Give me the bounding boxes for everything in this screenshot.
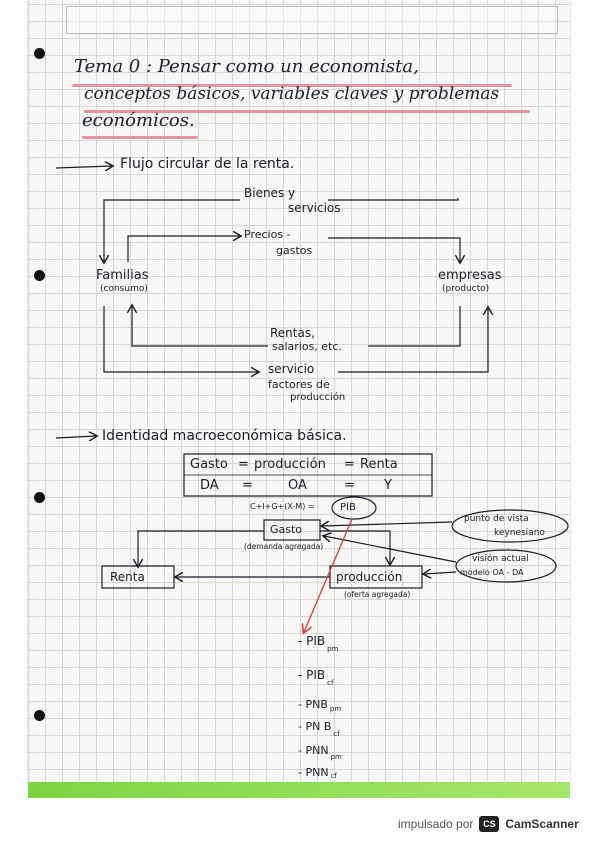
id-y: Y: [384, 478, 392, 493]
label-produccion: producción: [290, 392, 346, 403]
title-line-2: conceptos básicos, variables claves y pr…: [84, 84, 500, 104]
label-servicios: servicios: [288, 201, 341, 215]
label-rentas: Rentas,: [270, 326, 315, 340]
label-gastos: gastos: [276, 244, 313, 257]
formula-components: C+I+G+(X-M) =: [250, 502, 315, 511]
vision-ellipse: [455, 549, 557, 583]
list-item: - PIBcf: [298, 668, 334, 687]
powered-by-text: impulsado por: [398, 817, 474, 831]
highlight-line: [72, 84, 512, 87]
pib-ellipse: [331, 496, 377, 520]
label-bienes: Bienes y: [244, 186, 296, 200]
arrow-rentas: [368, 306, 461, 347]
keynes-line-2: keynesiano: [494, 528, 545, 538]
label-salarios: salarios, etc.: [272, 340, 342, 353]
list-item: - PIBpm: [298, 634, 339, 653]
id-da: DA: [200, 478, 219, 493]
id-produccion: producción: [254, 457, 326, 472]
notebook-page: Tema 0 : Pensar como un economista, conc…: [28, 0, 570, 782]
id-oa: OA: [288, 478, 307, 493]
highlight-line: [84, 110, 530, 113]
produccion-sub: (oferta agregada): [344, 590, 411, 599]
heading-arrow: [55, 436, 96, 438]
node-empresas: empresas: [438, 268, 502, 283]
pib-label: PIB: [340, 502, 356, 513]
id-eq: =: [242, 478, 253, 493]
node-empresas-sub: (producto): [442, 284, 490, 294]
camscanner-brand: CamScanner: [505, 817, 579, 831]
header-box: [66, 6, 558, 34]
page-bottom-strip: [28, 782, 570, 798]
red-arrow: [304, 518, 353, 632]
binder-hole: [34, 270, 45, 281]
title-line-1: Tema 0 : Pensar como un economista,: [74, 56, 419, 77]
vision-line-2: modelo OA - DA: [460, 568, 524, 577]
arrow-precios: [127, 236, 240, 262]
camscanner-logo-icon: CS: [479, 816, 500, 832]
id-gasto: Gasto: [190, 457, 228, 472]
arrow-servicio: [103, 306, 258, 372]
binder-hole: [34, 710, 45, 721]
node-familias-sub: (consumo): [100, 284, 148, 294]
id-eq: =: [344, 457, 355, 472]
keynes-line-1: punto de vista: [464, 514, 529, 524]
id-eq: =: [344, 478, 355, 493]
node-familias: Familias: [96, 268, 149, 283]
flujo-heading: Flujo circular de la renta.: [120, 156, 295, 172]
arrow-bienes: [328, 198, 459, 201]
id-eq: =: [238, 457, 249, 472]
gasto-label: Gasto: [270, 523, 303, 536]
label-servicio: servicio: [268, 362, 315, 376]
scanner-footer: impulsado por CS CamScanner: [398, 812, 579, 836]
gasto-sub: (demanda agregada): [244, 542, 324, 551]
identidad-heading: Identidad macroeconómica básica.: [102, 428, 347, 444]
id-renta: Renta: [360, 457, 398, 472]
keynes-ellipse: [451, 509, 569, 543]
binder-hole: [34, 48, 45, 59]
vision-line-1: visión actual: [472, 554, 529, 564]
title-line-3: económicos.: [82, 110, 195, 131]
highlight-line: [82, 136, 198, 139]
binder-hole: [34, 492, 45, 503]
label-factores: factores de: [268, 378, 330, 391]
list-item: - PN Bcf: [298, 720, 340, 738]
renta-label: Renta: [110, 570, 145, 584]
heading-arrow: [55, 166, 112, 168]
produccion-label: producción: [336, 570, 403, 584]
label-precios: Precios -: [244, 228, 291, 241]
hand-drawn-diagrams: [55, 0, 569, 782]
